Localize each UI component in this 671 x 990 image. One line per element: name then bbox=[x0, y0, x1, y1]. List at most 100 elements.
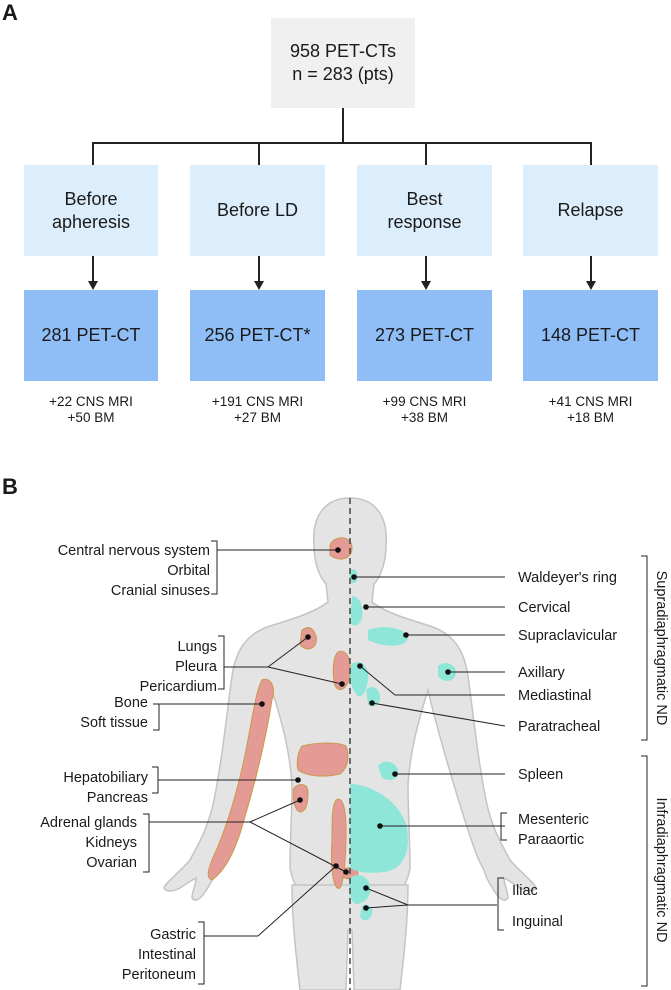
dot-lung bbox=[305, 634, 311, 640]
leader-adrenal-b bbox=[249, 799, 301, 823]
bracket-supra bbox=[641, 555, 648, 741]
inguinal-area bbox=[360, 904, 373, 921]
dot-mediastinal bbox=[357, 663, 363, 669]
legs bbox=[291, 884, 409, 990]
dot-bone bbox=[259, 701, 265, 707]
root-box: 958 PET-CTs n = 283 (pts) bbox=[271, 18, 415, 108]
label-pericardium: Pericardium bbox=[140, 679, 217, 695]
bracket-hepato bbox=[152, 766, 159, 794]
cns-organ bbox=[329, 537, 353, 560]
bracket-adrenal bbox=[143, 813, 150, 873]
pericardium-organ bbox=[332, 650, 351, 690]
drop-connector-2 bbox=[258, 142, 260, 165]
phase-3-label-line1: Best bbox=[406, 188, 443, 209]
label-intestinal: Intestinal bbox=[138, 947, 196, 963]
label-orbital: Orbital bbox=[167, 563, 210, 579]
arrow-3-head bbox=[421, 281, 431, 290]
leader-dots bbox=[259, 547, 451, 911]
root-line1: 958 PET-CTs bbox=[289, 41, 397, 61]
leader-lungs-c bbox=[267, 666, 343, 685]
label-lungs: Lungs bbox=[177, 639, 217, 655]
panel-a-letter: A bbox=[2, 0, 18, 25]
bracket-infra bbox=[641, 755, 648, 987]
dot-iliac bbox=[363, 885, 369, 891]
drop-connector-4 bbox=[590, 142, 592, 165]
leader-mediastinal-a bbox=[359, 665, 396, 696]
label-hepatobiliary: Hepatobiliary bbox=[63, 770, 148, 786]
dot-mesenteric bbox=[377, 823, 383, 829]
leader-iliac-a bbox=[365, 887, 409, 906]
phase-3-label-line2: response bbox=[387, 211, 462, 232]
label-kidneys: Kidneys bbox=[85, 835, 137, 851]
right-labels: Waldeyer's ring Cervical Supraclavicular… bbox=[512, 570, 617, 930]
arrow-4-head bbox=[586, 281, 596, 290]
label-mediastinal: Mediastinal bbox=[518, 688, 591, 704]
count-4: 148 PET-CT bbox=[540, 325, 641, 345]
count-box-2: 256 PET-CT* bbox=[190, 290, 325, 381]
cervical-area bbox=[350, 596, 363, 626]
leader-adrenal-c bbox=[249, 821, 347, 873]
label-bone: Bone bbox=[114, 695, 148, 711]
count-box-1: 281 PET-CT bbox=[24, 290, 158, 381]
label-paratracheal: Paratracheal bbox=[518, 719, 600, 735]
leader-gastric-b bbox=[257, 865, 337, 937]
arrow-1-head bbox=[88, 281, 98, 290]
label-iliac: Iliac bbox=[512, 883, 538, 899]
extras-3-mri: +99 CNS MRI bbox=[382, 394, 467, 409]
phase-box-1: Before apheresis bbox=[24, 165, 158, 256]
label-supraclavicular: Supraclavicular bbox=[518, 628, 617, 644]
supraclavicular-area bbox=[368, 627, 408, 646]
bracket-gastric bbox=[198, 921, 205, 985]
count-box-3: 273 PET-CT bbox=[357, 290, 492, 381]
label-pancreas: Pancreas bbox=[87, 790, 148, 806]
dot-supraclav bbox=[403, 632, 409, 638]
label-waldeyer: Waldeyer's ring bbox=[518, 570, 617, 586]
label-cns: Central nervous system bbox=[58, 543, 210, 559]
extras-4: +41 CNS MRI +18 BM bbox=[523, 394, 658, 426]
gastric-organ bbox=[331, 798, 347, 889]
dot-hepato bbox=[295, 777, 301, 783]
dot-paratracheal bbox=[369, 700, 375, 706]
label-axillary: Axillary bbox=[518, 665, 565, 681]
extras-2-bm: +27 BM bbox=[234, 410, 281, 425]
mediastinal-area bbox=[349, 661, 369, 697]
label-inguinal: Inguinal bbox=[512, 914, 563, 930]
arrow-4-shaft bbox=[590, 256, 592, 282]
phase-1-label-line2: apheresis bbox=[51, 211, 131, 232]
hepatobiliary-organ bbox=[296, 742, 349, 777]
dot-spleen bbox=[392, 771, 398, 777]
label-spleen: Spleen bbox=[518, 767, 563, 783]
label-infradiaphragmatic: Infradiaphragmatic ND bbox=[653, 797, 669, 942]
extras-1-mri: +22 CNS MRI bbox=[49, 394, 133, 409]
dot-cervical bbox=[363, 604, 369, 610]
right-leaders bbox=[354, 555, 648, 987]
extras-3: +99 CNS MRI +38 BM bbox=[357, 394, 492, 426]
leader-iliac-b bbox=[365, 904, 409, 909]
dot-cns bbox=[335, 547, 341, 553]
bracket-mesenteric bbox=[500, 812, 507, 841]
root-line2: n = 283 (pts) bbox=[292, 64, 394, 84]
phase-box-2: Before LD bbox=[190, 165, 325, 256]
extras-3-bm: +38 BM bbox=[401, 410, 448, 425]
leader-lungs-b bbox=[267, 636, 309, 668]
label-cranial: Cranial sinuses bbox=[111, 583, 210, 599]
count-1: 281 PET-CT bbox=[41, 325, 141, 345]
left-labels: Central nervous system Orbital Cranial s… bbox=[40, 543, 218, 983]
bracket-bone bbox=[153, 703, 160, 731]
arrow-2-shaft bbox=[258, 256, 260, 282]
extras-1: +22 CNS MRI +50 BM bbox=[24, 394, 158, 426]
bracket-lungs bbox=[218, 635, 225, 690]
drop-connector-1 bbox=[92, 142, 94, 165]
drop-connector-3 bbox=[425, 142, 427, 165]
dot-inguinal bbox=[363, 905, 369, 911]
label-pleura: Pleura bbox=[175, 659, 218, 675]
bracket-cns bbox=[211, 540, 218, 595]
label-paraaortic: Paraaortic bbox=[518, 832, 584, 848]
label-adrenal: Adrenal glands bbox=[40, 815, 137, 831]
extras-2: +191 CNS MRI +27 BM bbox=[190, 394, 325, 426]
root-connector bbox=[342, 108, 344, 143]
phase-4-label-line1: Relapse bbox=[557, 200, 624, 220]
arrow-1-shaft bbox=[92, 256, 94, 282]
dot-gastric bbox=[333, 863, 339, 869]
